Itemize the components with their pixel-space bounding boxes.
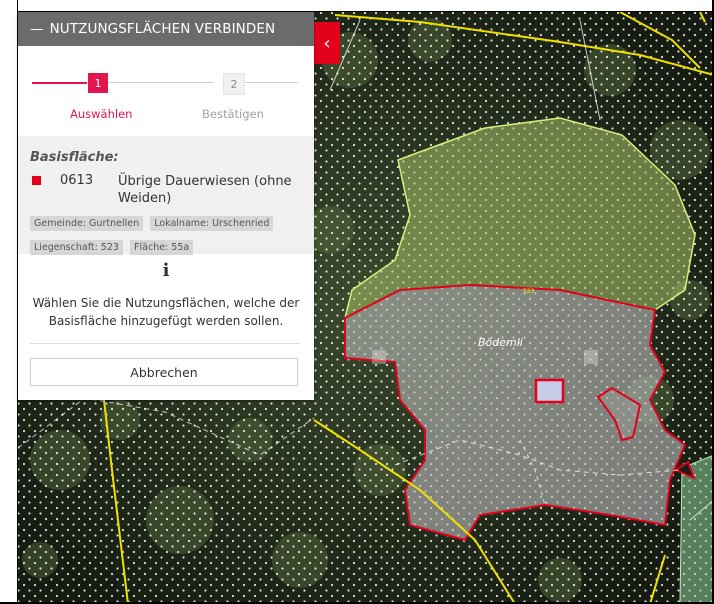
stepper-line [244, 82, 298, 83]
panel-title: NUTZUNGSFLÄCHEN VERBINDEN [49, 21, 276, 37]
stepper-line [108, 82, 214, 83]
window-frame-bottom [0, 602, 714, 604]
municipal-boundaries [103, 11, 714, 604]
usage-color-swatch [32, 176, 41, 185]
parcel-lines [17, 19, 714, 521]
cancel-button[interactable]: Abbrechen [30, 358, 298, 386]
basis-area-card: Basisfläche: 0613 Übrige Dauerwiesen (oh… [18, 136, 314, 255]
usage-code: 0613 [60, 173, 94, 188]
step-1-indicator[interactable]: 1 [88, 73, 108, 93]
tag-lokalname: Lokalname: Urschenried [150, 216, 274, 231]
info-icon: i [162, 260, 170, 281]
tag-flaeche: Fläche: 55a [130, 240, 194, 255]
step-1-label: Auswählen [70, 107, 133, 121]
divider [30, 343, 300, 344]
small-parcel[interactable] [596, 386, 642, 442]
window-frame-right [712, 0, 714, 604]
window-frame-top [0, 0, 714, 12]
usage-name: Übrige Dauerwiesen (ohne Weiden) [118, 174, 292, 206]
minus-icon[interactable]: — [30, 21, 44, 37]
green-parcel-right [679, 454, 714, 604]
basis-parcel[interactable] [344, 283, 687, 542]
map-markers [372, 350, 598, 364]
tag-gemeinde: Gemeinde: Gurtnellen [30, 216, 144, 231]
instruction-text: Wählen Sie die Nutzungsflächen, welche d… [32, 296, 300, 328]
step-2-indicator[interactable]: 2 [223, 73, 245, 95]
map-place-label: Bödemli [478, 336, 523, 349]
collapse-panel-button[interactable]: ‹ [314, 22, 340, 64]
window-frame-left [0, 0, 18, 604]
merge-panel: — NUTZUNGSFLÄCHEN VERBINDEN 1 2 Auswähle… [18, 12, 314, 400]
red-marker [673, 460, 696, 480]
stepper: 1 2 Auswählen Bestätigen [18, 12, 314, 121]
step-2-label: Bestätigen [202, 107, 264, 121]
chevron-left-icon: ‹ [323, 32, 331, 54]
basis-heading: Basisfläche: [30, 150, 119, 165]
panel-header: — NUTZUNGSFLÄCHEN VERBINDEN [18, 12, 314, 46]
tag-liegenschaft: Liegenschaft: 523 [30, 240, 123, 255]
stepper-line-active [32, 82, 87, 84]
selected-building[interactable] [534, 378, 565, 404]
basis-tags: Gemeinde: Gurtnellen Lokalname: Urschenr… [30, 211, 310, 259]
map-parcel-number: 523 [523, 288, 535, 295]
